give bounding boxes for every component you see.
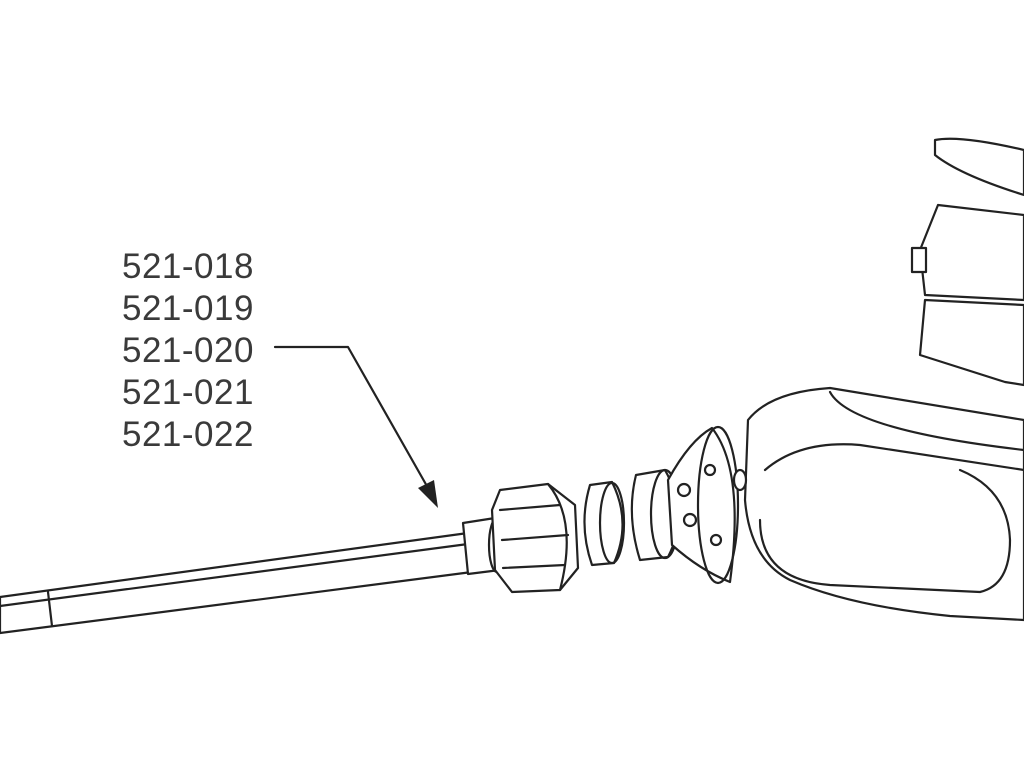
part-number: 521-020	[122, 331, 254, 370]
part-number: 521-021	[122, 373, 254, 412]
part-number: 521-019	[122, 289, 254, 328]
part-number: 521-018	[122, 247, 254, 286]
leader-arrow	[273, 345, 438, 508]
part-number: 521-022	[122, 415, 254, 454]
ring	[583, 480, 626, 567]
top-cap	[910, 137, 1024, 387]
hex-nut	[490, 482, 580, 594]
part-number-callout: 521-018 521-019 521-020 521-021 521-022	[122, 246, 254, 456]
body-housing	[732, 386, 1024, 622]
dome-diffuser	[666, 425, 740, 585]
rod	[0, 531, 474, 635]
